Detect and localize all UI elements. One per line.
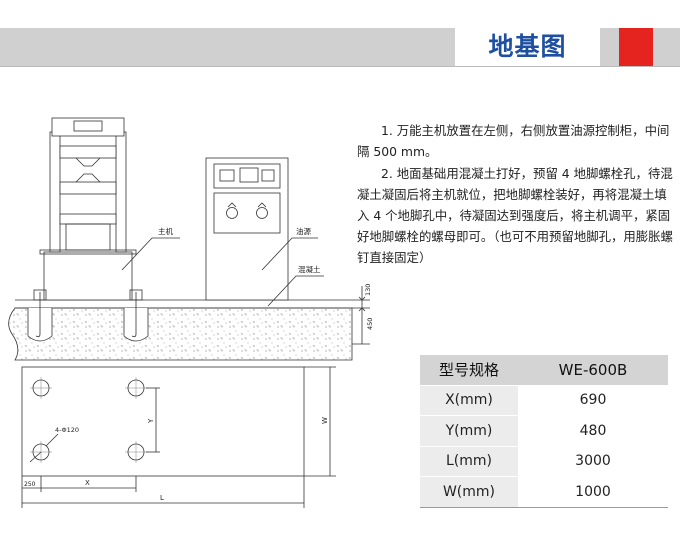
header-divider — [0, 66, 680, 67]
label-edge: 250 — [24, 481, 36, 488]
elevation-labels: 主机 油源 混凝土 130 450 — [158, 226, 374, 330]
spec-header-model: WE-600B — [518, 354, 668, 385]
machine-column-right — [115, 131, 127, 253]
header-title-box — [455, 28, 600, 66]
label-y: Y — [147, 418, 155, 424]
spec-label: X(mm) — [420, 384, 518, 416]
cabinet-gauge-panel — [213, 192, 281, 234]
label-x: X — [85, 479, 90, 487]
plan-labels: 4-Φ120 Y W X L 250 — [24, 417, 329, 502]
label-oil-source: 油源 — [296, 226, 311, 236]
header-accent-block — [619, 28, 653, 66]
concrete-slab — [8, 307, 353, 361]
leader-main-machine — [121, 237, 180, 271]
label-holes: 4-Φ120 — [55, 426, 79, 434]
spec-value: 480 — [518, 415, 668, 446]
note-1: 1. 万能主机放置在左侧，右侧放置油源控制柜，中间隔 500 mm。 — [357, 123, 670, 159]
cabinet-panel — [213, 163, 281, 189]
table-row: W(mm) 1000 — [420, 476, 668, 507]
spec-label: Y(mm) — [420, 415, 518, 446]
leader-concrete — [267, 275, 324, 307]
spec-table-header: 型号规格 WE-600B — [420, 354, 668, 385]
spec-value: 690 — [518, 384, 668, 416]
label-main-machine: 主机 — [158, 226, 173, 236]
oil-source-cabinet — [205, 157, 289, 301]
leader-oil-source — [261, 237, 318, 271]
table-row: X(mm) 690 — [420, 384, 668, 416]
spec-label: L(mm) — [420, 445, 518, 477]
anchor-bolt-left — [35, 292, 41, 338]
label-concrete: 混凝土 — [298, 264, 321, 274]
machine-base — [43, 251, 133, 301]
foundation-outline — [21, 366, 305, 477]
spec-value: 1000 — [518, 476, 668, 507]
spec-label: W(mm) — [420, 476, 518, 507]
elevation-view — [8, 117, 370, 361]
spec-table: 型号规格 WE-600B X(mm) 690 Y(mm) 480 L(mm) 3… — [420, 354, 668, 508]
page-title: 地基图 — [488, 32, 567, 61]
note-2: 2. 地面基础用混凝土打好，预留 4 地脚螺栓孔，待混凝土凝固后将主机就位，把地… — [357, 166, 673, 265]
dim-top-layer: 130 — [364, 284, 372, 296]
spec-value: 3000 — [518, 445, 668, 477]
table-row: L(mm) 3000 — [420, 445, 668, 477]
label-w: W — [321, 417, 329, 424]
anchor-bolt-right — [131, 292, 137, 338]
machine-column-left — [49, 131, 61, 253]
plan-view — [21, 366, 336, 508]
label-l: L — [160, 494, 164, 502]
installation-notes: 1. 万能主机放置在左侧，右侧放置油源控制柜，中间隔 500 mm。 2. 地面… — [357, 120, 675, 268]
machine-crosshead-top — [51, 117, 125, 137]
header-band-end — [653, 28, 680, 66]
spec-header-label: 型号规格 — [420, 354, 518, 385]
table-row: Y(mm) 480 — [420, 415, 668, 446]
dim-depth: 450 — [366, 318, 374, 330]
